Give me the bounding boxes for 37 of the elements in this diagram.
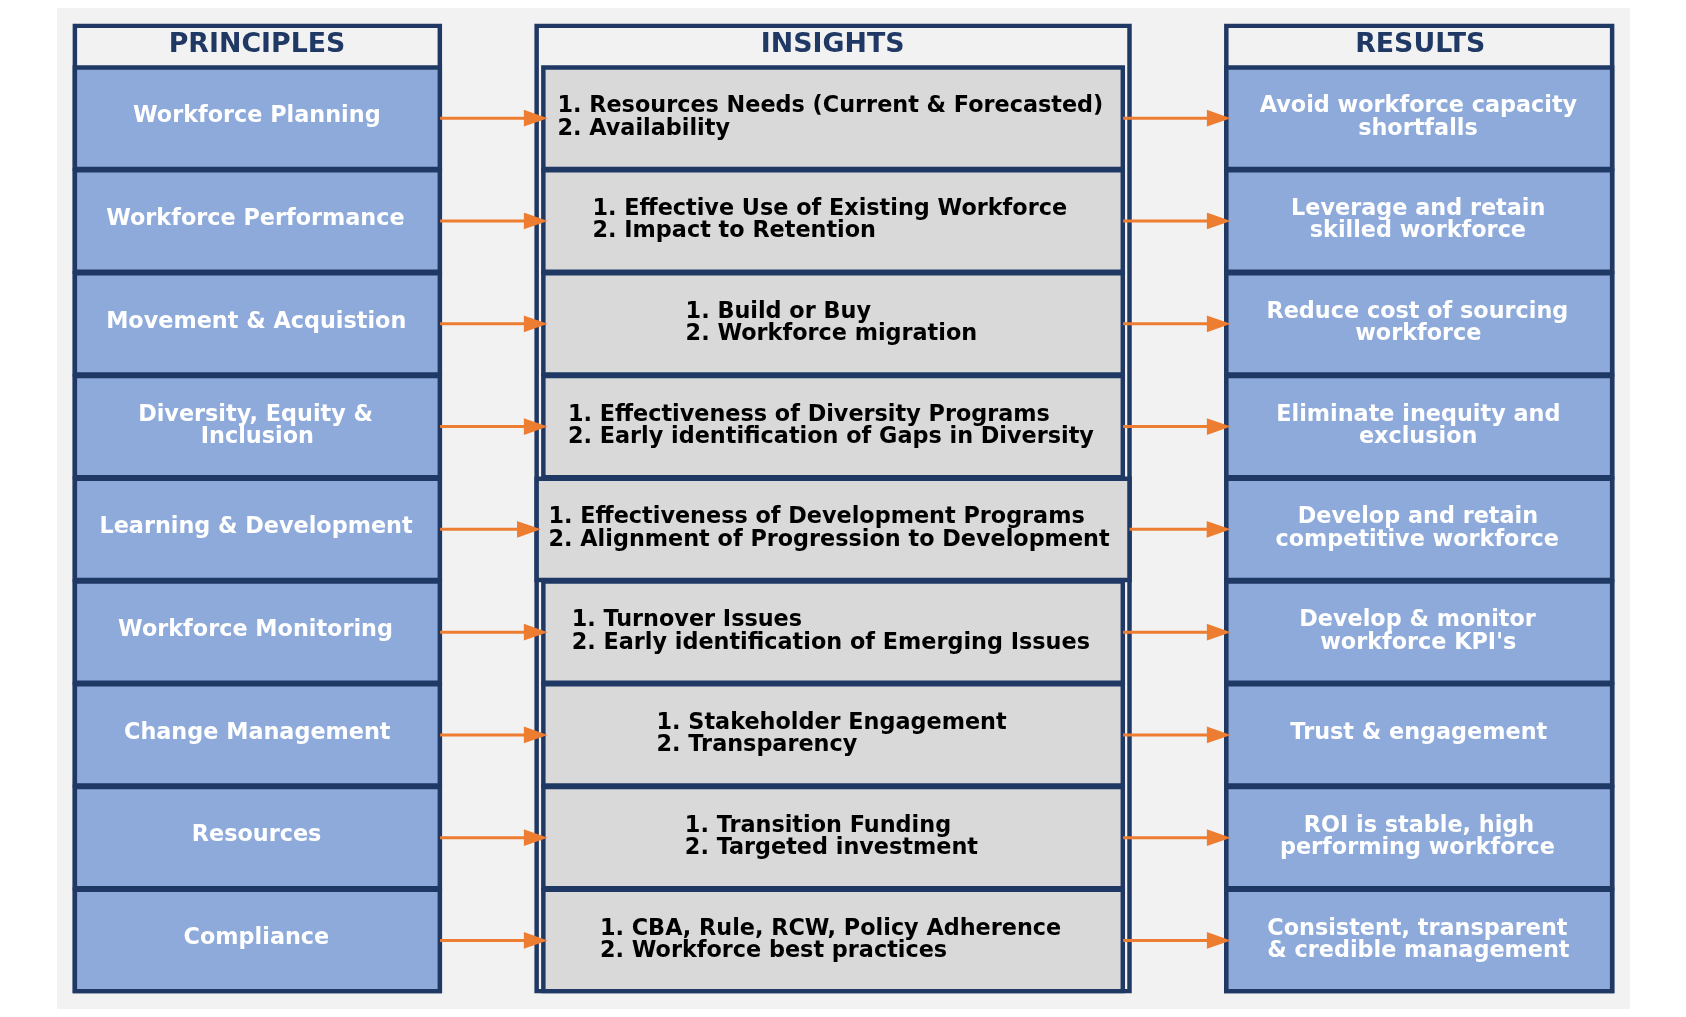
node-box: 1. Transition Funding 2. Targeted investment [540,784,1125,891]
node-box: 1. CBA, Rule, RCW, Policy Adherence 2. Workforce best practices [540,887,1125,994]
arrow [439,932,548,949]
arrow [1122,932,1231,949]
arrow [1122,829,1231,847]
node-box: Leverage and retain skilled workforce [1223,168,1614,274]
arrow [1129,521,1231,538]
node-box: Workforce Monitoring [72,579,442,685]
arrow [1122,418,1231,435]
arrow [439,521,541,538]
node-box: Resources [72,784,442,891]
arrow [439,315,548,333]
arrow [439,212,548,230]
node-box: 1. Build or Buy 2. Workforce migration [540,270,1125,377]
node-box: 1. Effectiveness of Development Programs 2. Alignment of Progression to Development [533,476,1132,583]
node-box: 1. Turnover Issues 2. Early identification of Emerging Issues [540,579,1125,685]
arrow [1122,315,1231,333]
arrow [439,829,548,847]
node-box: Compliance [72,887,442,994]
node-box: Develop & monitor workforce KPI's [1223,579,1614,685]
node-box: Movement & Acquistion [72,270,442,377]
arrow [439,109,548,127]
arrow [1122,726,1231,744]
node-box: 1. Stakeholder Engagement 2. Transparency [540,682,1125,788]
arrow [439,623,548,641]
arrow [1122,623,1231,641]
node-box: Reduce cost of sourcing workforce [1223,270,1614,377]
node-box: Trust & engagement [1223,682,1614,788]
arrow [1122,109,1231,127]
node-box: Workforce Performance [72,168,442,274]
arrow [1122,212,1231,230]
arrow [439,726,548,744]
node-box: Change Management [72,682,442,788]
node-box: 1. Effective Use of Existing Workforce 2. Impact to Retention [540,168,1125,274]
node-box: Consistent, transparent & credible management [1223,887,1614,994]
node-box: ROI is stable, high performing workforce [1223,784,1614,891]
arrow [439,418,548,435]
